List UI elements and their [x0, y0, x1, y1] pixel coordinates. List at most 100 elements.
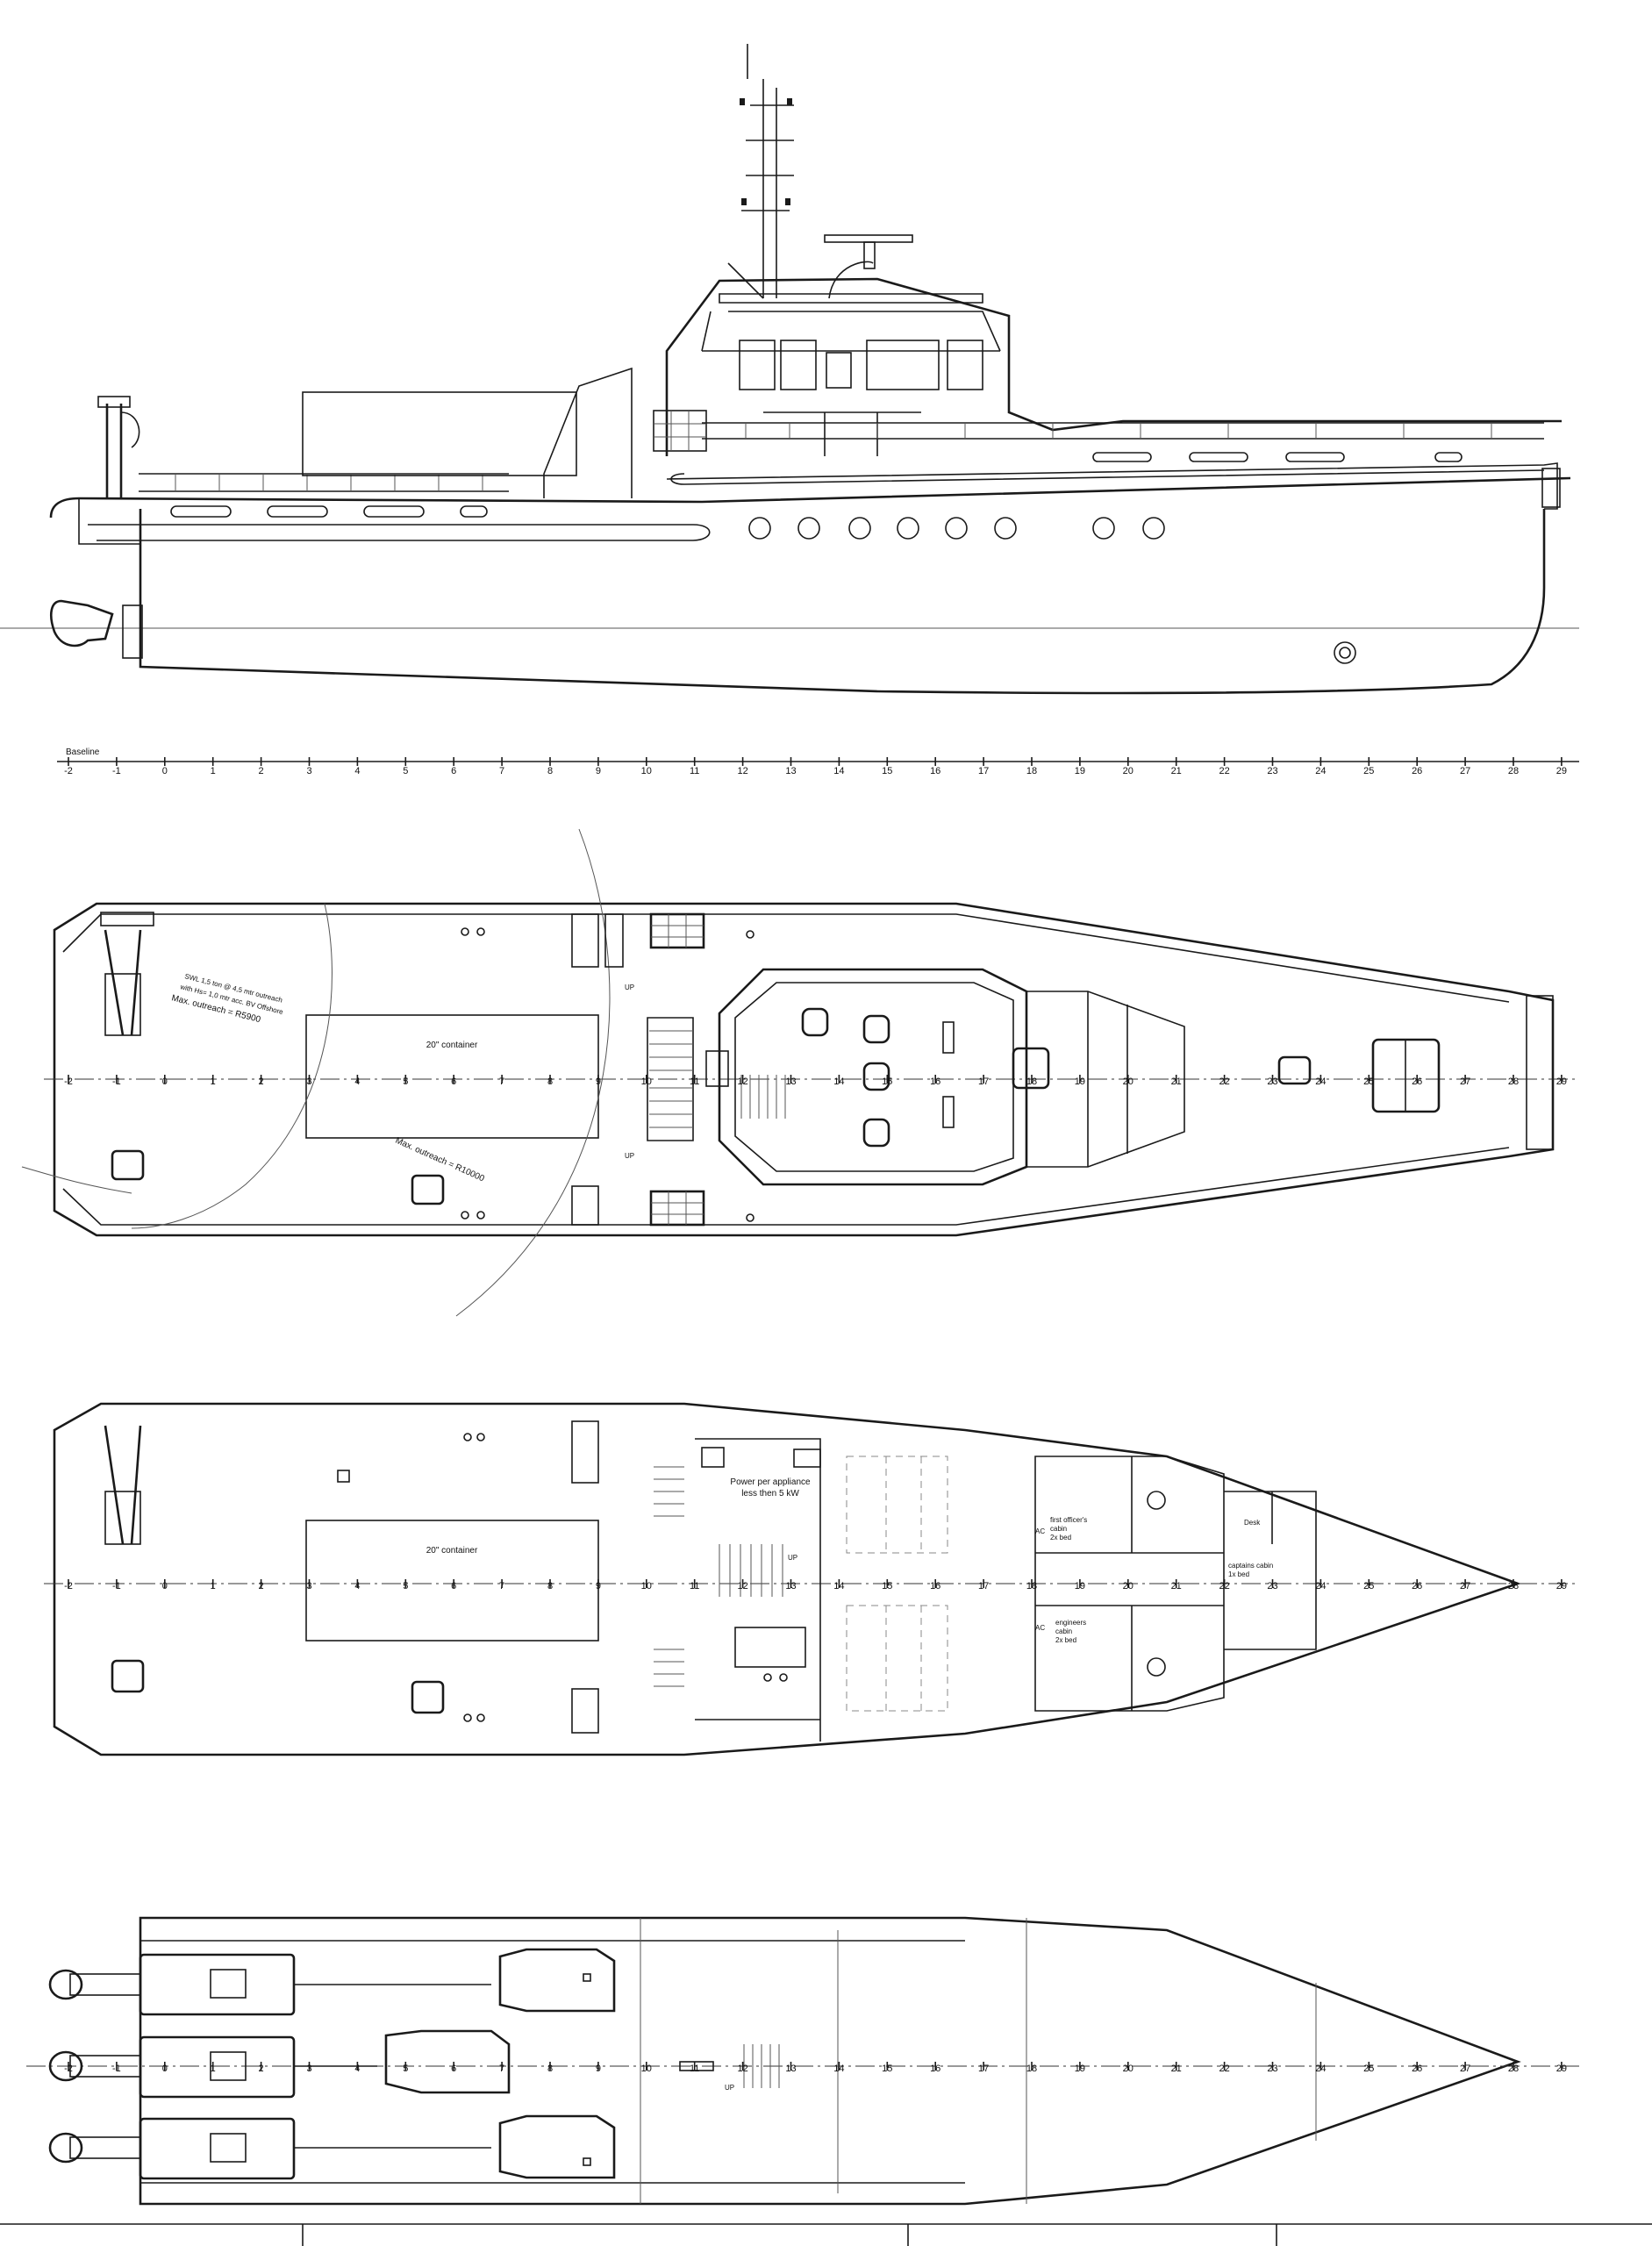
frame-number-label: 25: [1363, 1077, 1374, 1087]
frame-number-label: 4: [354, 1581, 360, 1592]
frame-number-label: 15: [882, 2064, 892, 2074]
frame-number-label: 1: [211, 2064, 216, 2074]
frame-number-label: 3: [306, 2064, 311, 2074]
frame-number-label: 0: [162, 1077, 168, 1087]
frame-number-label: 24: [1315, 1077, 1326, 1087]
frame-number-label: 22: [1219, 2064, 1229, 2074]
frame-number-label: 18: [1026, 2064, 1037, 2074]
portholes: [748, 517, 1165, 540]
frame-number-label: 13: [785, 2064, 796, 2074]
frame-number-label: -2: [64, 1077, 73, 1087]
frame-number-label: 21: [1171, 1581, 1182, 1592]
frame-number-label: 2: [259, 2064, 264, 2074]
frame-number-label: 19: [1075, 766, 1085, 776]
engineers-cabin-l1: engineers: [1055, 1619, 1086, 1627]
frame-number-label: -1: [112, 1581, 121, 1592]
frame-number-label: 14: [833, 766, 844, 776]
frame-number-label: -1: [112, 1077, 121, 1087]
frame-number-label: 29: [1556, 1077, 1567, 1087]
frame-number-label: 26: [1412, 1077, 1422, 1087]
captains-cabin-l2: 1x bed: [1228, 1570, 1249, 1578]
frame-number-label: 14: [833, 1077, 844, 1087]
frame-number-label: 26: [1412, 2064, 1422, 2074]
frame-number-label: -1: [112, 766, 121, 776]
frame-number-label: 24: [1315, 2064, 1326, 2074]
frame-number-label: 11: [690, 2064, 699, 2074]
frame-number-label: 2: [259, 1581, 264, 1592]
frame-number-label: -2: [64, 766, 73, 776]
frame-number-label: 5: [403, 2064, 408, 2074]
frame-number-label: 18: [1026, 1077, 1037, 1087]
frame-number-label: 26: [1412, 766, 1422, 776]
frame-number-label: 10: [641, 1077, 652, 1087]
frame-number-label: 11: [690, 1581, 699, 1592]
frame-number-label: 0: [162, 2064, 168, 2074]
frame-number-label: 25: [1363, 766, 1374, 776]
frame-number-label: 18: [1026, 766, 1037, 776]
first-officer-cabin-l3: 2x bed: [1050, 1534, 1071, 1541]
frame-number-label: 9: [596, 766, 601, 776]
power-note-line1: Power per appliance: [730, 1477, 811, 1487]
frame-number-label: 15: [882, 1581, 892, 1592]
frame-number-label: 13: [785, 1581, 796, 1592]
frame-number-label: 1: [211, 766, 216, 776]
frame-number-label: 20: [1123, 766, 1134, 776]
frame-number-label: 14: [833, 2064, 844, 2074]
frame-number-label: 28: [1508, 1581, 1519, 1592]
frame-number-label: 29: [1556, 766, 1567, 776]
frame-number-label: 6: [451, 1581, 456, 1592]
engineers-cabin-l3: 2x bed: [1055, 1636, 1076, 1644]
frame-number-label: 10: [641, 766, 652, 776]
frame-number-label: 9: [596, 2064, 601, 2074]
frame-number-label: 23: [1267, 2064, 1277, 2074]
frame-number-label: 19: [1075, 1077, 1085, 1087]
frame-number-label: 1: [211, 1581, 216, 1592]
frame-number-label: 0: [162, 1581, 168, 1592]
frame-number-label: 9: [596, 1581, 601, 1592]
ac-label-b: AC: [1035, 1624, 1045, 1632]
lower-up-label: UP: [788, 1554, 797, 1562]
engines: [384, 1948, 616, 2179]
frame-number-label: 22: [1219, 1077, 1229, 1087]
frame-number-label: 6: [451, 766, 456, 776]
frame-number-label: 11: [690, 766, 699, 776]
frame-number-label: 5: [403, 766, 408, 776]
frame-number-label: 3: [306, 766, 311, 776]
frame-number-label: 21: [1171, 1077, 1182, 1087]
frame-number-label: 7: [499, 1581, 504, 1592]
frame-number-label: 19: [1075, 1581, 1085, 1592]
frame-number-label: -2: [64, 2064, 73, 2074]
frame-number-label: 14: [833, 1581, 844, 1592]
frame-number-label: 25: [1363, 1581, 1374, 1592]
frame-number-label: 7: [499, 1077, 504, 1087]
captains-cabin-l1: captains cabin: [1228, 1562, 1273, 1570]
side-profile-view: [0, 44, 1579, 695]
engine-room-up-label: UP: [725, 2084, 734, 2092]
frame-number-label: 29: [1556, 2064, 1567, 2074]
power-note-line2: less then 5 kW: [741, 1489, 799, 1499]
lower-container-label: 20" container: [426, 1546, 478, 1556]
frame-number-label: 6: [451, 1077, 456, 1087]
frame-number-label: 17: [978, 2064, 989, 2074]
frame-number-label: 17: [978, 766, 989, 776]
ac-label-a: AC: [1035, 1527, 1045, 1535]
frame-number-label: 2: [259, 1077, 264, 1087]
title-block-border: [0, 2223, 1652, 2246]
propulsion-units: [48, 1953, 491, 2180]
frame-number-label: 4: [354, 766, 360, 776]
frame-number-label: 26: [1412, 1581, 1422, 1592]
frame-number-label: 21: [1171, 766, 1182, 776]
frame-number-label: 3: [306, 1077, 311, 1087]
frame-number-label: 22: [1219, 766, 1229, 776]
frame-number-label: 0: [162, 766, 168, 776]
frame-number-label: 1: [211, 1077, 216, 1087]
first-officer-cabin-l1: first officer's: [1050, 1516, 1087, 1524]
frame-number-label: 16: [930, 2064, 940, 2074]
frame-number-label: 27: [1460, 1077, 1470, 1087]
frame-number-label: 12: [737, 1077, 747, 1087]
frame-number-label: 23: [1267, 1581, 1277, 1592]
frame-number-label: 20: [1123, 2064, 1134, 2074]
frame-number-label: 3: [306, 1581, 311, 1592]
